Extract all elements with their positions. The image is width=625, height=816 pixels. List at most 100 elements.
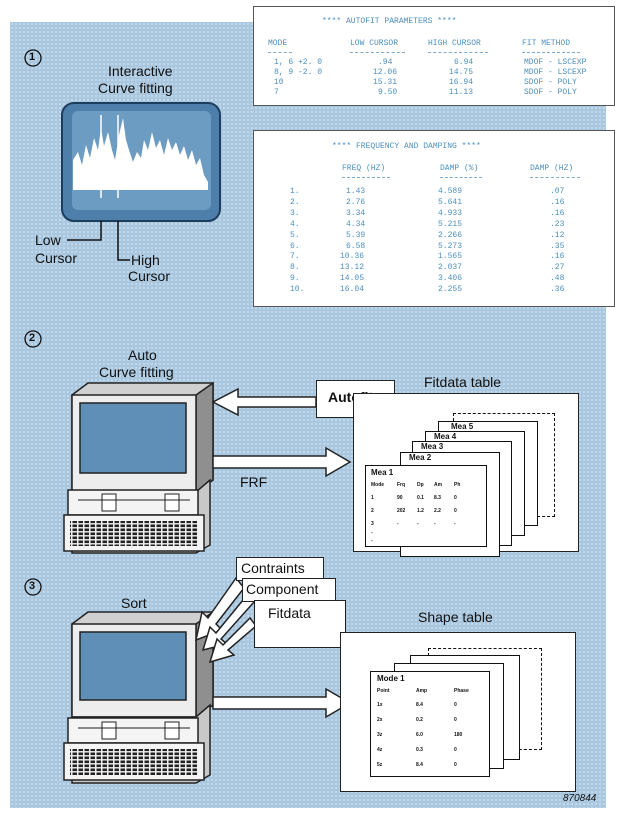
autofit-row-2-high: 14.75 <box>449 68 474 77</box>
computer-2 <box>63 381 214 554</box>
mea1-row-3-col-4: - <box>434 521 436 527</box>
interactive-monitor <box>61 102 221 222</box>
mea1-row-2-col-2: 202 <box>397 508 406 514</box>
mode1-row-4-col-2: 0.3 <box>416 747 423 753</box>
shape-table-title: Shape table <box>418 609 493 625</box>
mea1-row-1-col-4: 8.3 <box>434 495 441 501</box>
mea1-col-ph: Ph <box>454 482 461 488</box>
mea1-row-2-col-4: 2.2 <box>434 508 441 514</box>
mea1-row-2-col-3: 1.2 <box>417 508 424 514</box>
mea1-title: Mea 1 <box>371 468 394 477</box>
freqdamp-row-10-col-3: 2.255 <box>438 285 463 295</box>
mea1-row-2-col-5: 0 <box>454 508 457 514</box>
mea1-row-1-col-3: 0.1 <box>417 495 424 501</box>
freqdamp-row-7-col-4: .16 <box>550 252 565 262</box>
mea1-col-frq: Frq <box>397 482 406 488</box>
freqdamp-row-6-col-1: 6. <box>290 241 300 251</box>
freqdamp-row-1-col-1: 1. <box>290 187 300 196</box>
sort-title: Sort <box>121 595 147 611</box>
mea4-label: Mea 4 <box>434 432 457 441</box>
freqdamp-row-1-col-4: .07 <box>550 187 565 196</box>
mode1-col-amp: Amp <box>416 688 428 694</box>
autofit-row-4-mode: 7 <box>274 88 279 97</box>
mode1-row-2-col-2: 0.2 <box>416 717 423 723</box>
freqdamp-row-5-col-1: 5. <box>290 230 300 240</box>
autofit-row-4-low: 9.50 <box>378 88 398 97</box>
mode1-row-3-col-1: 3z <box>377 732 383 738</box>
freqdamp-row-6-col-4: .35 <box>550 241 565 251</box>
freqdamp-header-damp-pct: DAMP (%) <box>440 164 479 173</box>
autofit-row-1-low: .94 <box>378 58 393 67</box>
freqdamp-row-7-col-3: 1.565 <box>438 252 463 262</box>
freqdamp-row-8-col-4: .27 <box>550 263 565 273</box>
autofit-header-mode: MODE <box>268 39 288 48</box>
fitdata-table-title: Fitdata table <box>424 374 502 390</box>
autofit-row-2-method: MDOF - LSCEXP <box>524 68 587 77</box>
frf-curve-fill <box>73 118 208 190</box>
freqdamp-row-1-col-2: 1.43 <box>346 187 366 196</box>
component-card <box>242 578 336 602</box>
freqdamp-row-9-col-2: 14.05 <box>340 274 365 284</box>
freqdamp-row-4-col-4: .23 <box>550 219 565 229</box>
mode1-row-1-col-2: 8.4 <box>416 702 423 708</box>
autofit-arrow <box>211 387 317 417</box>
autofit-row-4-high: 11.13 <box>449 88 474 97</box>
step-3-circle <box>24 578 42 596</box>
freqdamp-row-10-col-1: 10. <box>290 285 305 295</box>
freqdamp-row-9-col-3: 3.406 <box>438 274 463 284</box>
freqdamp-row-9-col-4: .48 <box>550 274 565 284</box>
autofit-header-method: FIT METHOD <box>522 39 571 48</box>
step-3-number: 3 <box>29 580 36 592</box>
mea1-extra-row-1: - <box>371 530 373 536</box>
freqdamp-row-6-col-2: 6.58 <box>346 241 366 251</box>
low-cursor-label-1: Low <box>35 232 61 248</box>
frf-arrow <box>212 446 352 478</box>
autofit-row-2-low: 12.06 <box>373 68 398 77</box>
auto-title-1: Auto <box>128 347 157 363</box>
freqdamp-row-7-col-2: 10.36 <box>340 252 365 262</box>
mea1-col-mode: Mode <box>371 482 385 488</box>
freqdamp-row-7-col-1: 7. <box>290 252 300 262</box>
freqdamp-row-9-col-1: 9. <box>290 274 300 284</box>
mode1-row-1-col-1: 1x <box>377 702 383 708</box>
mode1-row-2-col-1: 2x <box>377 717 383 723</box>
interactive-title-1: Interactive <box>108 63 173 79</box>
frequency-damping-printout: **** FREQUENCY AND DAMPING **** FREQ (HZ… <box>253 130 615 307</box>
autofit-row-3-mode: 10 <box>274 78 284 87</box>
autofit-row-3-method: SDOF - POLY <box>524 78 577 87</box>
contraints-label: Contraints <box>241 560 305 576</box>
freqdamp-row-10-col-2: 16.04 <box>340 285 365 295</box>
freqdamp-row-5-col-3: 2.266 <box>438 230 463 240</box>
high-cursor-label-2: Cursor <box>128 268 171 284</box>
mode1-row-4-col-3: 0 <box>454 747 457 753</box>
freqdamp-title: **** FREQUENCY AND DAMPING **** <box>332 142 481 151</box>
mea1-row-3-col-1: 3 <box>371 521 374 527</box>
freqdamp-row-10-col-4: .36 <box>550 285 565 295</box>
mea1-row-3-col-5: - <box>454 521 456 527</box>
mea1-col-am: Am <box>434 482 443 488</box>
mea5-label: Mea 5 <box>451 422 474 431</box>
freqdamp-row-3-col-1: 3. <box>290 208 300 218</box>
freqdamp-row-8-col-1: 8. <box>290 263 300 273</box>
component-label: Component <box>246 581 319 597</box>
low-cursor-leader <box>67 221 102 241</box>
mea1-row-2-col-1: 2 <box>371 508 374 514</box>
mode1-row-1-col-3: 0 <box>454 702 457 708</box>
mea1-row-3-col-2: - <box>397 521 399 527</box>
autofit-parameters-printout: **** AUTOFIT PARAMETERS **** MODE LOW CU… <box>253 6 615 106</box>
high-cursor-label-1: High <box>131 252 160 268</box>
frf-label: FRF <box>240 474 268 490</box>
figure-number: 870844 <box>563 793 597 804</box>
freqdamp-row-6-col-3: 5.273 <box>438 241 463 251</box>
freqdamp-row-5-col-4: .12 <box>550 230 565 240</box>
autofit-title: **** AUTOFIT PARAMETERS **** <box>322 17 457 26</box>
freqdamp-row-8-col-3: 2.037 <box>438 263 463 273</box>
autofit-row-3-low: 15.31 <box>373 78 398 87</box>
mode1-row-5-col-2: 8.4 <box>416 762 423 768</box>
autofit-header-high: HIGH CURSOR <box>428 39 481 48</box>
mode1-row-2-col-3: 0 <box>454 717 457 723</box>
fitdata-label: Fitdata <box>268 605 311 621</box>
freqdamp-row-2-col-4: .16 <box>550 197 565 207</box>
freqdamp-row-3-col-3: 4.933 <box>438 208 463 218</box>
